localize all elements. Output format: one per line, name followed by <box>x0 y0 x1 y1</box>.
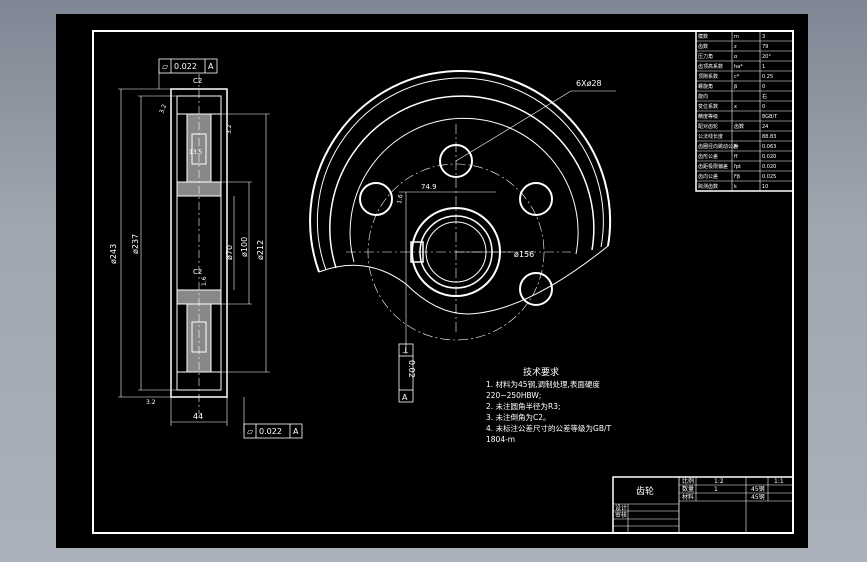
tb-cell: 45钢 <box>751 485 765 493</box>
param-cell: x <box>734 104 737 110</box>
param-cell: 20° <box>762 54 771 60</box>
tech-line: 4. 未标注公差尺寸的公差等级为GB/T <box>486 423 612 433</box>
param-cell: 0 <box>762 84 765 90</box>
param-cell: 公法线长度 <box>698 133 723 140</box>
flatness-top-datum: A <box>208 62 214 71</box>
chamfer-mid-label: C2 <box>193 268 202 276</box>
param-cell: 24 <box>762 124 768 130</box>
param-cell: 0.063 <box>762 144 776 150</box>
tech-line: 3. 未注倒角为C2。 <box>486 412 551 422</box>
param-cell: 0.25 <box>762 74 773 80</box>
tech-line: 1804-m <box>486 435 515 444</box>
runout-symbol: ⊥ <box>402 346 409 355</box>
param-cell: k <box>734 184 737 190</box>
cad-drawing: ø243 ø237 ø70 ø100 ø212 44 C2 C2 13.5 3.… <box>92 30 794 534</box>
param-cell: 模数 <box>698 33 708 40</box>
param-cell: 右 <box>762 93 767 100</box>
holes-label: 6Xø28 <box>576 79 602 88</box>
front-view: 6Xø28 ø156 74.9 1.6 ⊥ 0.02 A <box>309 70 616 403</box>
param-cell: c* <box>734 74 740 80</box>
part-name: 齿轮 <box>636 485 654 497</box>
flatness-top-symbol: ⏥ <box>162 62 169 71</box>
tech-line: 1. 材料为45钢,调制处理,表面硬度 <box>486 379 600 389</box>
param-cell: 变位系数 <box>698 103 718 110</box>
param-cell: 螺旋角 <box>698 83 713 90</box>
param-cell: 配对齿轮 <box>698 123 718 130</box>
param-cell: 0.020 <box>762 164 776 170</box>
param-cell: 齿距极限偏差 <box>698 163 728 170</box>
param-cell: 79 <box>762 44 768 50</box>
tb-cell: 45钢 <box>751 493 765 501</box>
hub-len-label: 13.5 <box>189 149 203 156</box>
flatness-top-value: 0.022 <box>174 62 197 71</box>
param-cell: 8GB/T <box>762 114 778 120</box>
param-cell: Fr <box>734 144 740 150</box>
param-cell: ff <box>734 154 738 160</box>
roughness-2: 3.2 <box>226 124 233 134</box>
param-cell: fpt <box>734 164 741 170</box>
bore-dim-label: ø70 <box>225 245 234 260</box>
param-cell: 跨测齿数 <box>698 183 718 190</box>
param-cell: 0.020 <box>762 154 776 160</box>
tb-cell: 1:1 <box>774 478 784 485</box>
param-cell: 齿顶高系数 <box>698 63 723 70</box>
runout-datum: A <box>402 393 408 402</box>
chamfer-top-label: C2 <box>193 77 202 85</box>
tb-cell: 1 <box>714 486 718 493</box>
param-cell: ha* <box>734 64 743 70</box>
roughness-3: 1.6 <box>201 276 208 286</box>
param-cell: 88.83 <box>762 134 776 140</box>
param-cell: z <box>734 44 737 50</box>
param-cell: 旋向 <box>698 93 708 100</box>
drawing-frame <box>92 30 794 534</box>
param-cell: Fβ <box>734 174 740 180</box>
tb-cell: 审核 <box>615 511 627 519</box>
param-cell: m <box>734 34 739 40</box>
keyway-label: 74.9 <box>421 183 437 191</box>
section-view: ø243 ø237 ø70 ø100 ø212 44 C2 C2 13.5 3.… <box>109 58 303 439</box>
flatness-bottom-value: 0.022 <box>259 427 282 436</box>
param-cell: 精度等级 <box>698 113 718 120</box>
tech-line: 220~250HBW; <box>486 391 541 400</box>
tech-title: 技术要求 <box>523 366 559 378</box>
flatness-bottom-symbol: ⏥ <box>247 427 254 436</box>
param-cell: 齿向公差 <box>698 173 718 180</box>
tb-cell: 比例 <box>682 477 694 485</box>
param-cell: β <box>734 84 737 90</box>
od-dim-label: ø243 <box>109 244 118 264</box>
tb-cell: 数量 <box>682 485 694 493</box>
flatness-bottom-datum: A <box>293 427 299 436</box>
param-cell: 压力角 <box>698 53 713 60</box>
parameter-table: 模数 m 3 齿数 z 79 压力角 α 20° 齿顶高系数 ha* 1 顶隙系数 c* 0.25 螺旋角 β 0… <box>695 30 794 192</box>
tb-cell: 材料 <box>682 493 694 501</box>
tech-line: 2. 未注圆角半径为R3; <box>486 401 561 411</box>
roughness-4: 3.2 <box>146 399 156 406</box>
param-cell: 齿数 <box>698 43 708 50</box>
param-cell: 3 <box>762 34 765 40</box>
param-cell: 齿圈径向跳动公差 <box>698 143 738 150</box>
tech-requirements: 技术要求 1. 材料为45钢,调制处理,表面硬度 220~250HBW; 2. … <box>486 366 612 444</box>
drawing-canvas: ø243 ø237 ø70 ø100 ø212 44 C2 C2 13.5 3.… <box>56 14 808 548</box>
root-dim-label: ø237 <box>131 234 140 254</box>
param-cell: 齿数 <box>734 123 744 130</box>
title-block: 齿轮 比例 1:2 1:1 数量 1 材料 45钢 设计 审核 45钢 <box>612 476 794 534</box>
roughness-5: 1.6 <box>396 194 405 205</box>
param-cell: α <box>734 54 738 60</box>
param-cell: 1 <box>762 64 765 70</box>
pcd-label: ø156 <box>514 250 534 259</box>
param-cell: 10 <box>762 184 768 190</box>
roughness-1: 3.2 <box>158 103 168 115</box>
hub-dim-label: ø100 <box>240 237 249 257</box>
param-cell: 0.025 <box>762 174 776 180</box>
width-dim-label: 44 <box>193 412 203 421</box>
web-dim-label: ø212 <box>256 240 265 260</box>
tb-cell: 1:2 <box>714 478 724 485</box>
param-cell: 齿形公差 <box>698 153 718 160</box>
param-cell: 顶隙系数 <box>698 73 718 80</box>
param-cell: 0 <box>762 104 765 110</box>
tb-cell: 设计 <box>615 504 627 512</box>
runout-value: 0.02 <box>407 360 416 378</box>
